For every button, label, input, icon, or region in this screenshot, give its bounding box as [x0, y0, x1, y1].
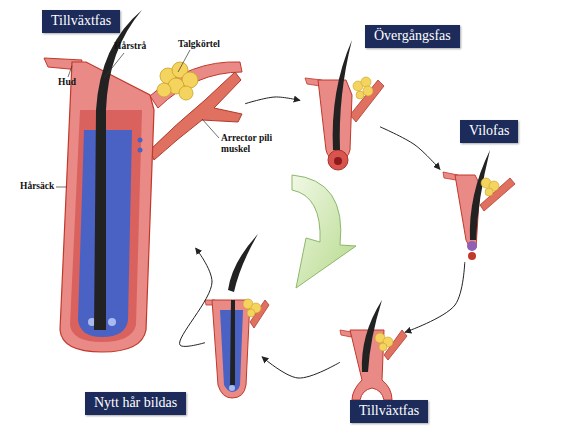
leader-line	[68, 66, 72, 77]
part-label: Hårsäck	[20, 181, 54, 192]
stage-node: Övergångsfas	[300, 40, 380, 172]
dermal-papilla	[468, 252, 476, 260]
stage-label: Övergångsfas	[374, 28, 451, 44]
leader-line	[178, 50, 190, 72]
cycle-arrow-line	[405, 262, 465, 332]
sebaceous-gland	[375, 333, 393, 351]
follicle-new-hair	[205, 234, 269, 398]
stage-node: Tillväxtfas	[340, 300, 405, 400]
bulb-cell	[108, 318, 116, 326]
club-hair-root	[467, 241, 477, 251]
hair-follicle	[60, 62, 154, 352]
gland-lobe	[182, 72, 198, 88]
hair-shaft	[230, 300, 235, 385]
follicle-rest	[443, 150, 515, 260]
hair-shaft	[333, 40, 352, 150]
gland-lobe	[361, 77, 371, 87]
sebaceous-gland	[243, 299, 261, 317]
part-label: Hud	[58, 77, 76, 88]
hair-bulb	[328, 150, 348, 170]
bulb-cell	[138, 138, 143, 143]
hair-shaft	[228, 234, 258, 292]
gland-lobe	[179, 86, 193, 100]
stage-label: Nytt hår bildas	[94, 395, 177, 411]
stage-label-box: Vilofas	[460, 120, 518, 143]
arrector-pili-muscle	[350, 80, 384, 122]
sebaceous-gland	[157, 62, 198, 100]
leader-line	[202, 119, 219, 138]
hair-follicle	[212, 300, 250, 398]
gland-lobe	[247, 309, 255, 317]
arrector-pili-muscle	[480, 178, 515, 211]
cycle-arrow-line	[262, 357, 340, 378]
stage-label-box: Nytt hår bildas	[85, 392, 186, 415]
bulb-cell	[229, 385, 235, 391]
stage-label-box: Tillväxtfas	[350, 400, 428, 423]
gland-lobe	[356, 91, 364, 99]
stage-node: Vilofas	[440, 150, 515, 262]
stage-node: Nytt hår bildas	[205, 285, 262, 395]
cycle-arrow-line	[180, 248, 212, 346]
stage-label-box: Tillväxtfas	[42, 10, 120, 33]
dermal-papilla	[334, 157, 342, 165]
arrector-pili-muscle	[384, 330, 407, 360]
stage-label: Tillväxtfas	[359, 403, 419, 419]
part-label: Arrector pili muskel	[221, 133, 277, 155]
follicle-growth-start	[340, 300, 407, 400]
cycle-arrow-line	[380, 127, 440, 170]
sebaceous-gland	[481, 178, 499, 196]
part-label: Talgkörtel	[178, 39, 220, 50]
sebaceous-gland	[353, 77, 373, 99]
gland-lobe	[363, 86, 373, 96]
follicle-transition	[305, 40, 384, 170]
gland-lobe	[157, 83, 171, 97]
leader-line	[104, 53, 124, 78]
leader-line	[56, 187, 67, 188]
bulb-cell	[138, 148, 143, 153]
stage-label: Tillväxtfas	[51, 13, 111, 29]
hair-shaft	[94, 10, 142, 330]
part-label: Hårstrå	[114, 41, 146, 52]
gland-lobe	[379, 343, 387, 351]
cycle-arrow	[292, 175, 356, 288]
stage-label-box: Övergångsfas	[365, 25, 460, 48]
cycle-arrow-line	[245, 97, 300, 104]
gland-lobe	[485, 188, 493, 196]
stage-label: Vilofas	[469, 123, 509, 139]
